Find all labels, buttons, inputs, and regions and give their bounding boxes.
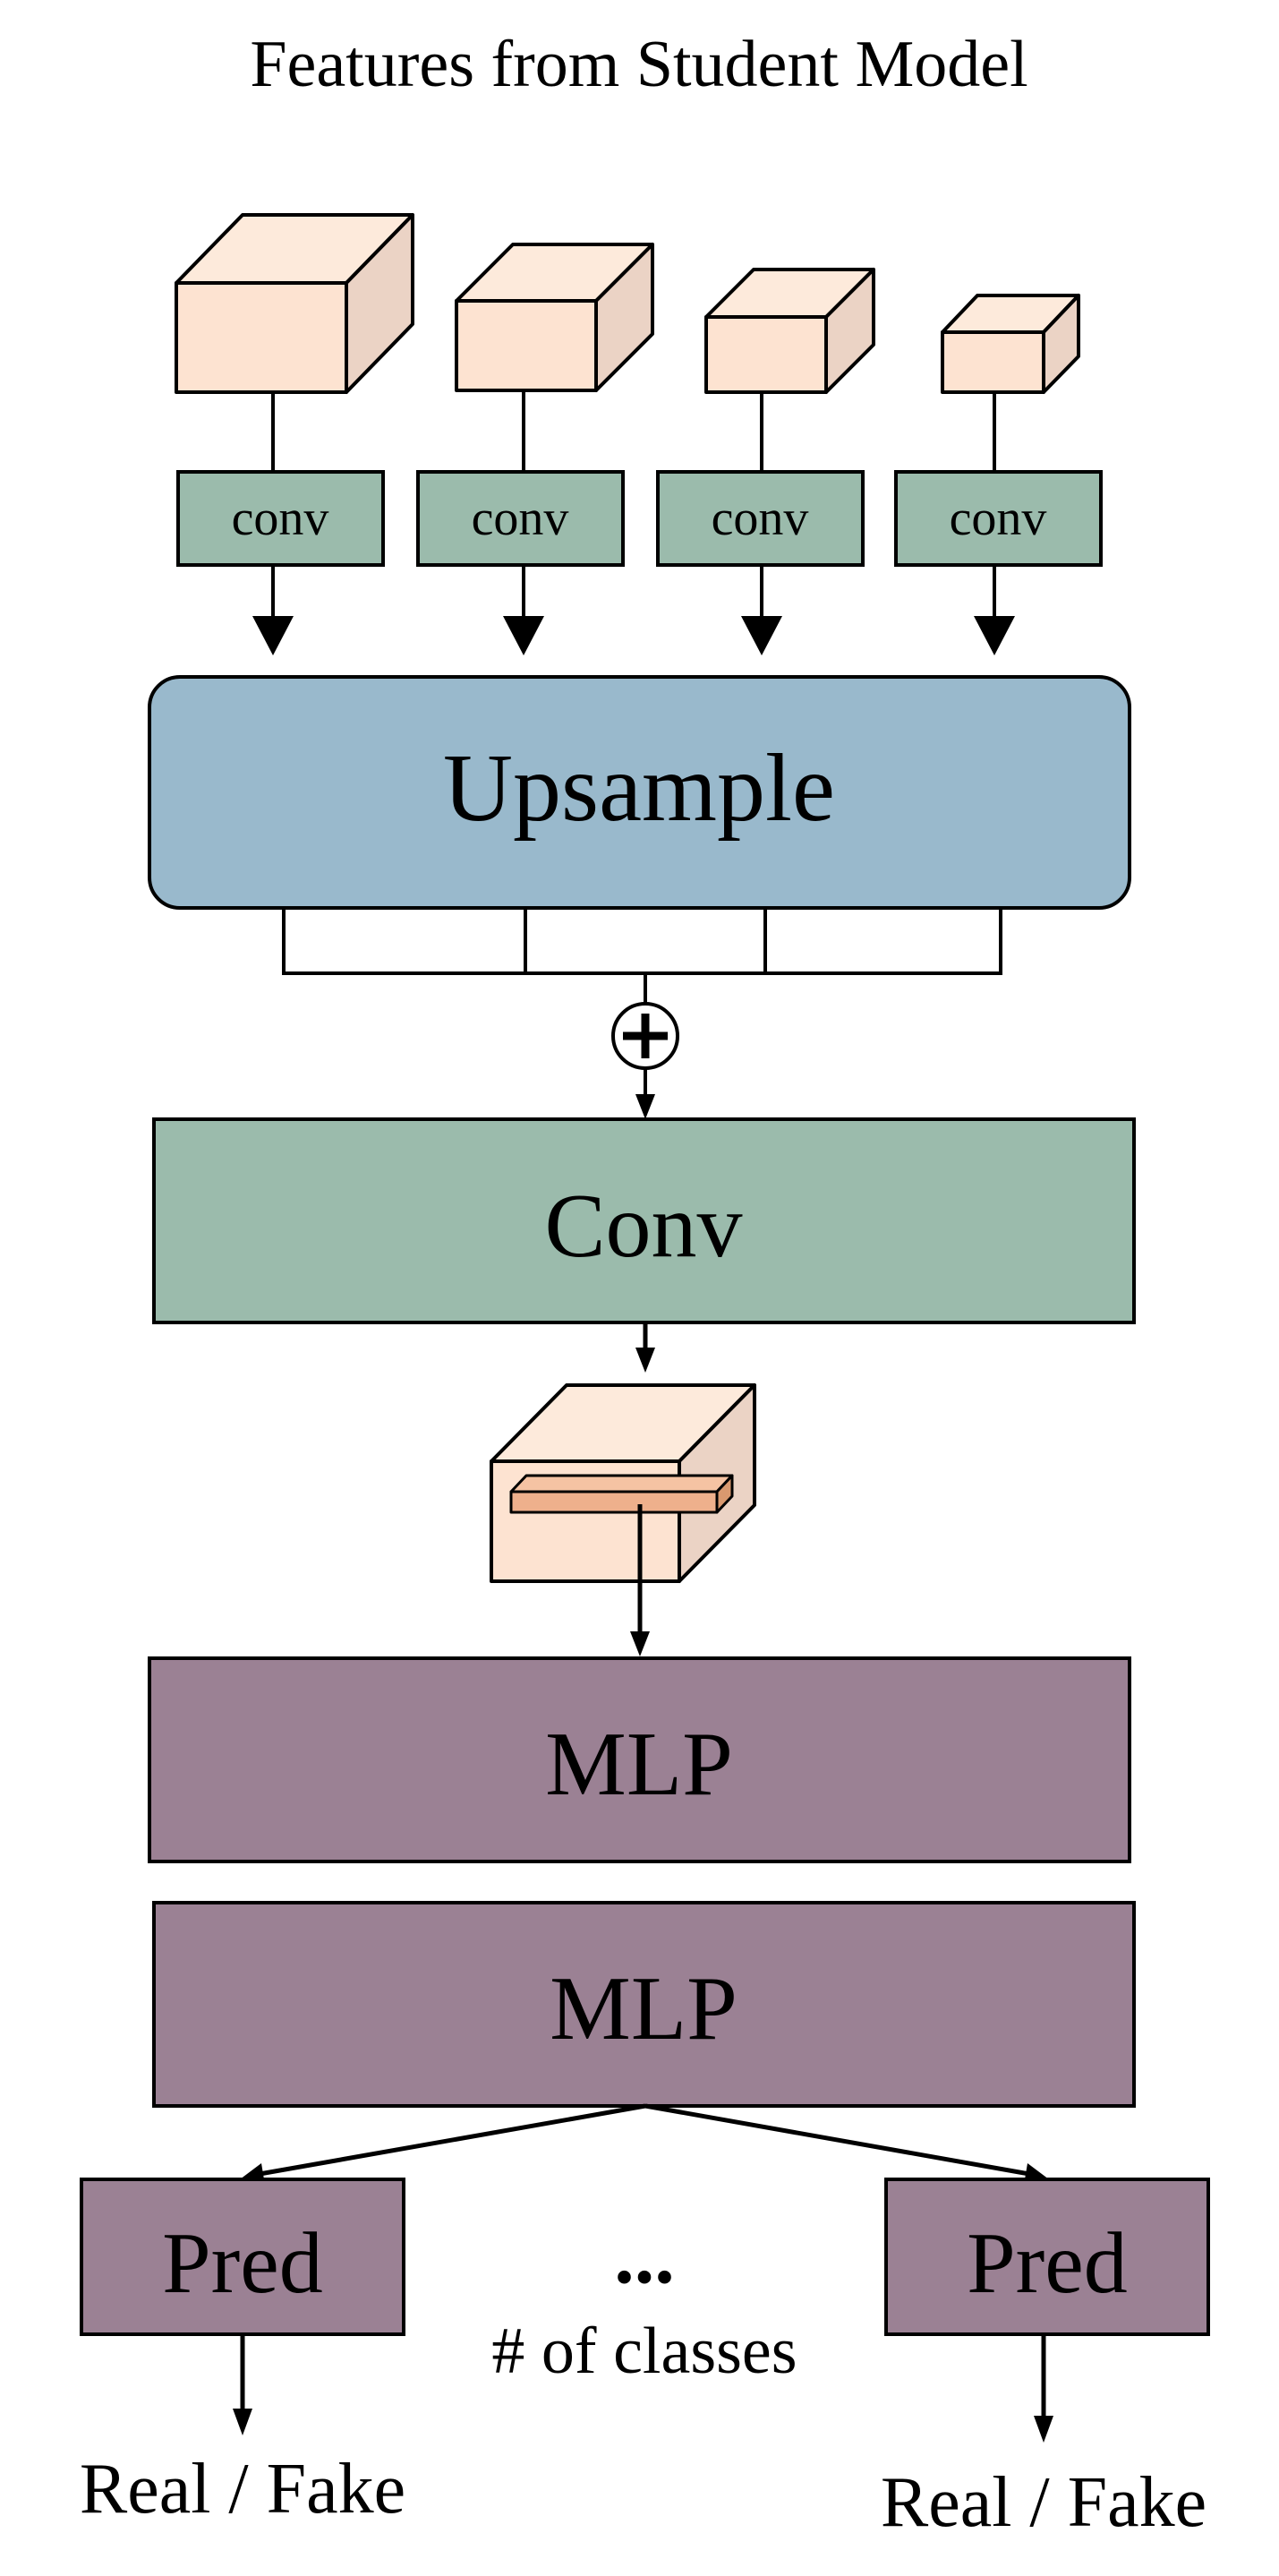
conv-box-3 — [656, 470, 865, 567]
feature-cube-2 — [455, 243, 654, 392]
fusion-bracket — [282, 908, 1002, 1004]
conv-label-2: conv — [472, 491, 569, 546]
conv-box-2 — [416, 470, 625, 567]
upsample-block — [148, 675, 1131, 910]
conv-to-cube-arrowhead — [635, 1348, 655, 1373]
mlp-label-2: MLP — [550, 1958, 738, 2059]
mlp-label-1: MLP — [545, 1714, 733, 1815]
output-label-right: Real / Fake — [881, 2463, 1207, 2542]
output-label-left: Real / Fake — [80, 2450, 405, 2529]
diagram-title: Features from Student Model — [250, 28, 1027, 101]
mlp-block-2 — [152, 1901, 1136, 2108]
pixel-feature-slab — [509, 1474, 734, 1514]
arrowheads-to-upsample — [252, 616, 1015, 655]
ellipsis: ... — [614, 2212, 675, 2300]
pred-right-output-arrowhead — [1034, 2416, 1053, 2443]
pred-left-output-arrowhead — [233, 2409, 252, 2435]
sum-to-conv-arrowhead — [635, 1094, 655, 1119]
cube-to-mlp-arrowhead — [630, 1631, 650, 1656]
feature-cube-4 — [941, 294, 1080, 394]
pred-label-right: Pred — [967, 2215, 1128, 2312]
conv-label-4: conv — [950, 491, 1047, 546]
feature-cube-1 — [175, 213, 414, 394]
plus-icon — [623, 1014, 668, 1058]
conv-box-1 — [176, 470, 385, 567]
conv-block-label: Conv — [544, 1176, 742, 1277]
conv-label-1: conv — [232, 491, 329, 546]
upsample-label: Upsample — [443, 735, 835, 842]
conv-to-upsample-arrows — [269, 565, 999, 631]
conv-block — [152, 1117, 1136, 1324]
conv-label-3: conv — [712, 491, 809, 546]
cube-to-conv-lines — [271, 390, 996, 472]
pred-label-left: Pred — [162, 2215, 323, 2312]
output-feature-cube — [490, 1383, 756, 1583]
pred-head-right — [884, 2178, 1210, 2336]
split-arrows — [259, 2103, 1030, 2177]
classes-label: # of classes — [491, 2315, 797, 2388]
conv-box-4 — [894, 470, 1103, 567]
mlp-block-1 — [148, 1656, 1131, 1863]
feature-cube-3 — [704, 268, 875, 394]
